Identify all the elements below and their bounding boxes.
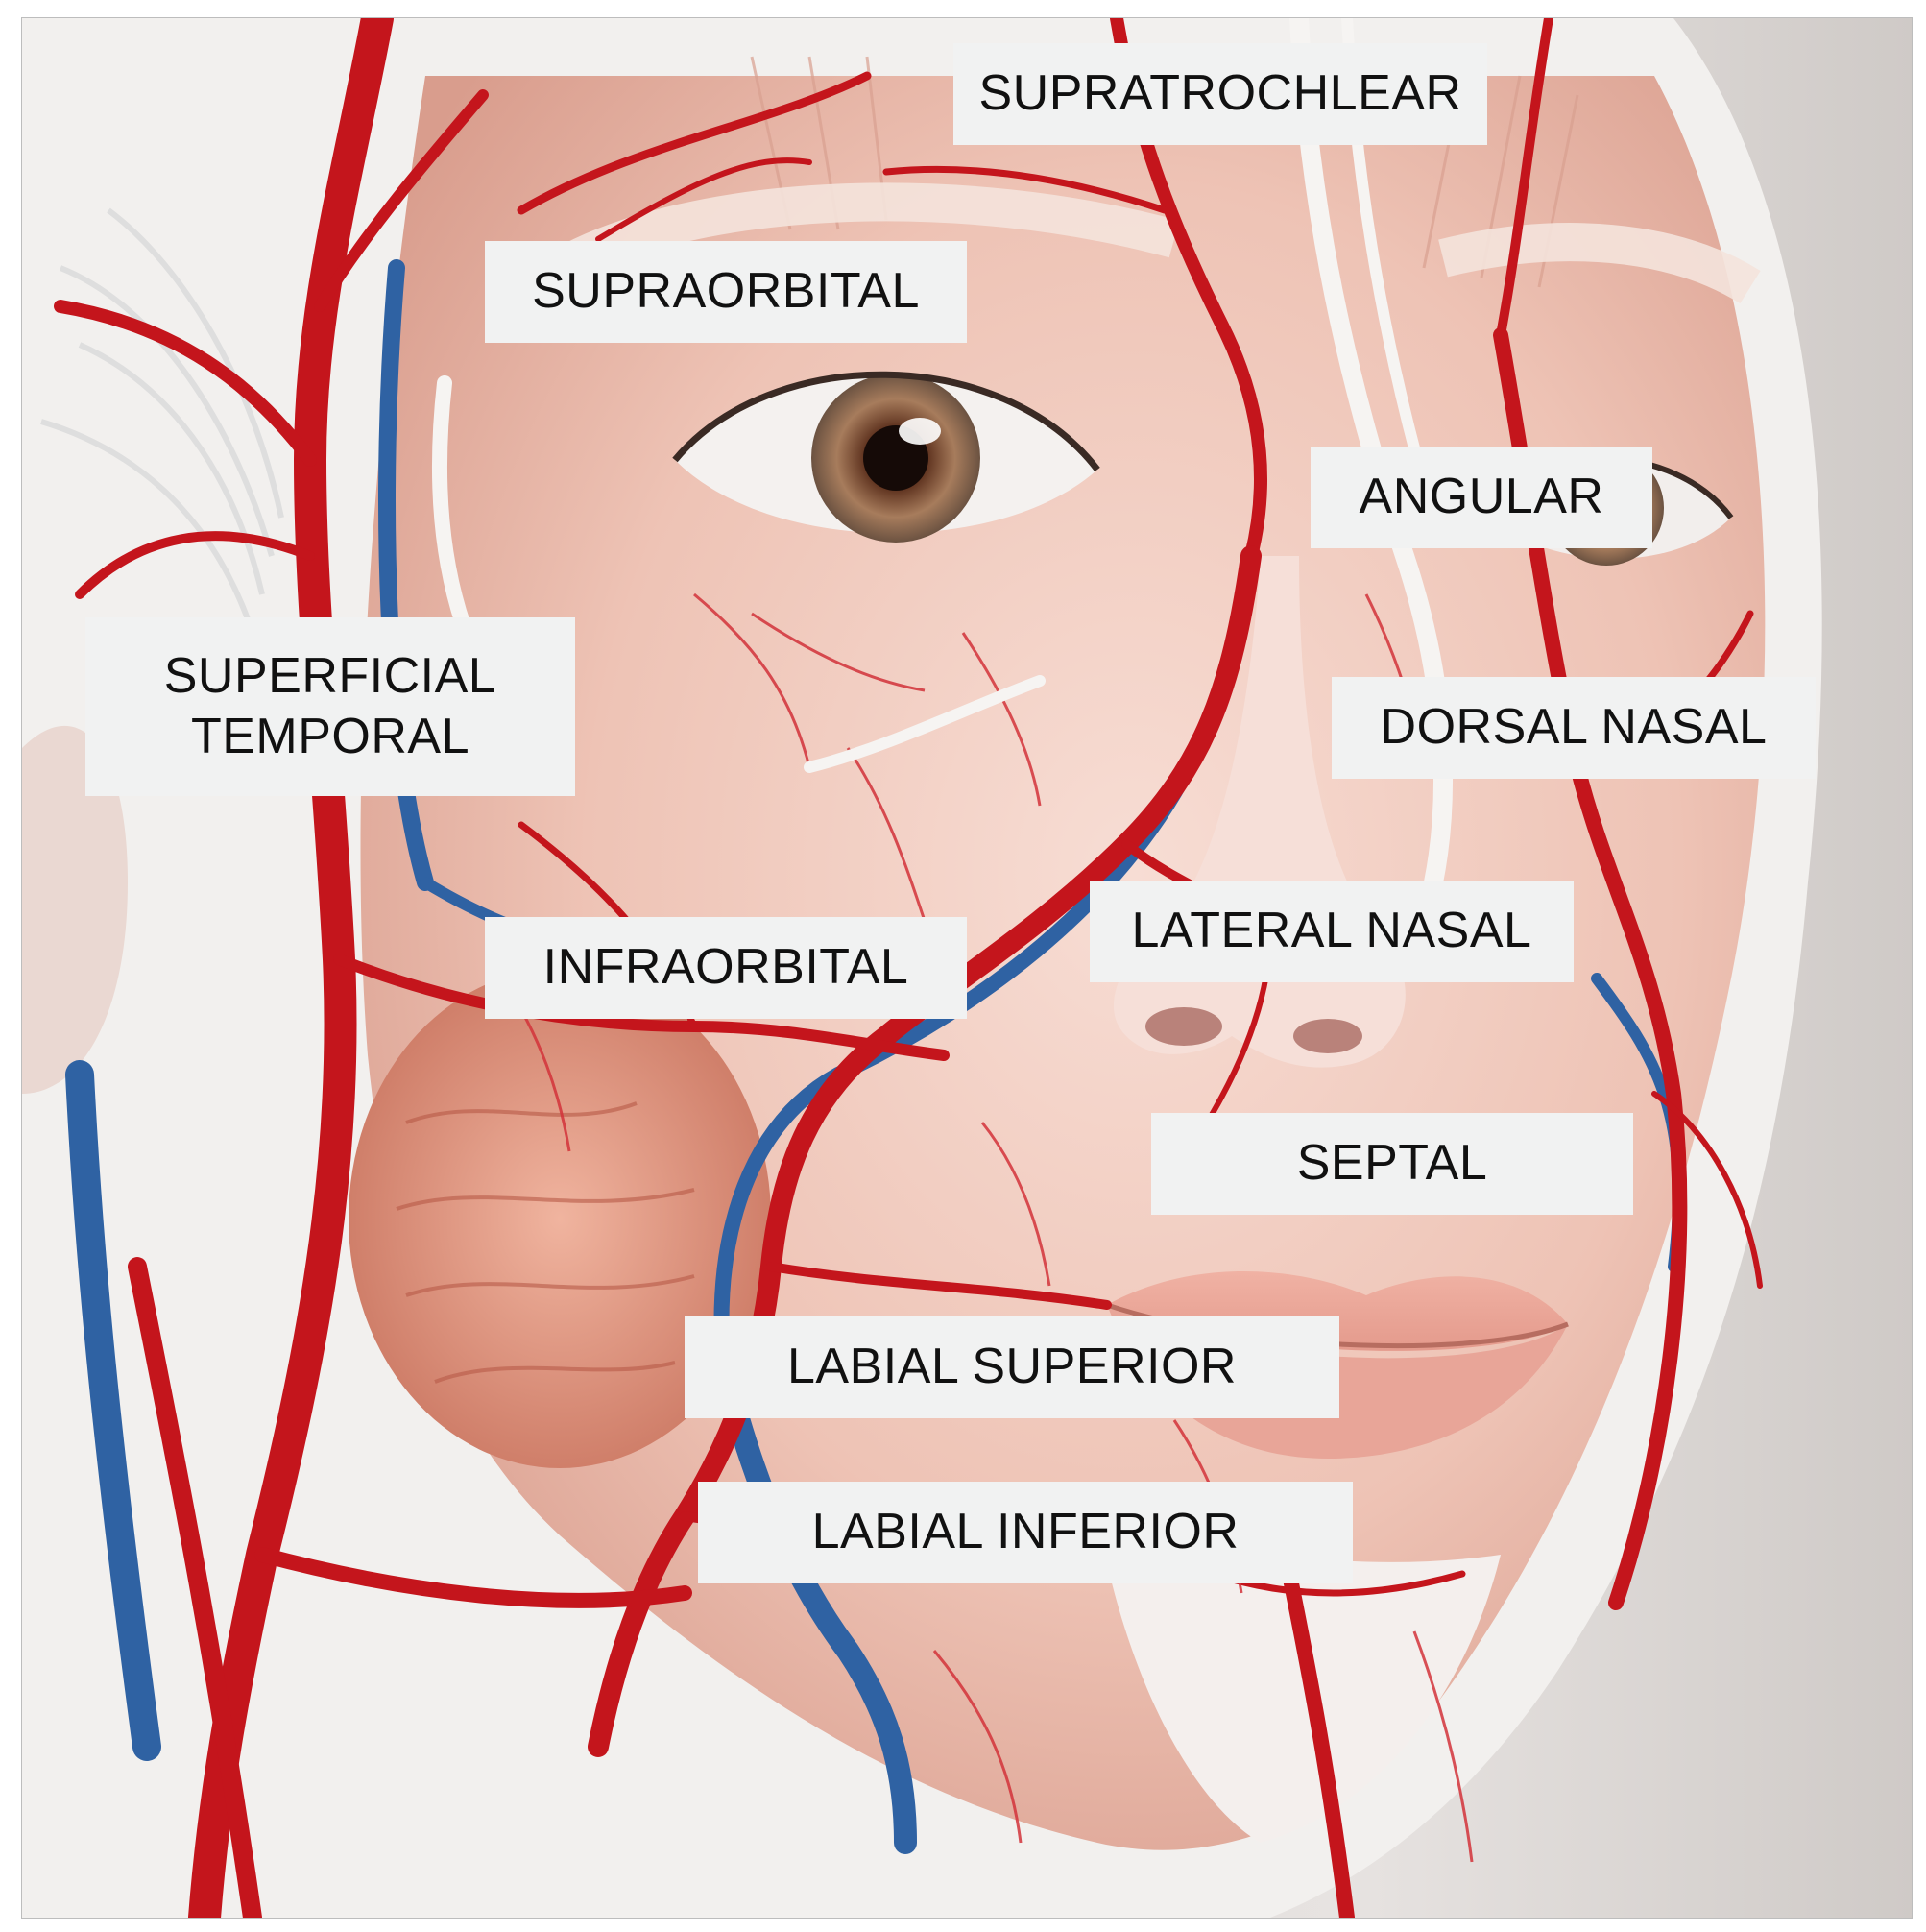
label-infraorbital: INFRAORBITAL — [485, 917, 967, 1019]
face-vasculature-artwork — [22, 18, 1912, 1918]
label-supratrochlear: SUPRATROCHLEAR — [953, 43, 1487, 145]
label-supratrochlear-text: SUPRATROCHLEAR — [978, 65, 1462, 122]
label-angular: ANGULAR — [1311, 447, 1652, 548]
parotid-gland — [349, 969, 771, 1468]
arteries — [54, 18, 1763, 1918]
label-septal: SEPTAL — [1151, 1113, 1633, 1215]
label-labial-inferior: LABIAL INFERIOR — [698, 1482, 1353, 1583]
label-supraorbital: SUPRAORBITAL — [485, 241, 967, 343]
left-eye — [672, 371, 1100, 543]
label-angular-text: ANGULAR — [1359, 469, 1604, 525]
label-dorsal-nasal-text: DORSAL NASAL — [1380, 699, 1768, 756]
label-septal-text: SEPTAL — [1296, 1135, 1488, 1192]
label-superficial-temporal: SUPERFICIAL TEMPORAL — [85, 617, 575, 796]
label-labial-inferior-text: LABIAL INFERIOR — [811, 1504, 1240, 1560]
label-dorsal-nasal: DORSAL NASAL — [1332, 677, 1816, 779]
label-labial-superior-text: LABIAL SUPERIOR — [787, 1339, 1237, 1395]
label-lateral-nasal: LATERAL NASAL — [1090, 881, 1574, 982]
label-labial-superior: LABIAL SUPERIOR — [685, 1316, 1339, 1418]
anatomy-illustration: SUPRATROCHLEAR SUPRAORBITAL ANGULAR SUPE… — [21, 17, 1913, 1919]
label-infraorbital-text: INFRAORBITAL — [542, 939, 909, 996]
label-supraorbital-text: SUPRAORBITAL — [532, 263, 920, 320]
ear-region — [22, 725, 128, 1094]
label-superficial-temporal-line2: TEMPORAL — [190, 709, 470, 764]
temporal-nerves — [40, 207, 284, 634]
label-lateral-nasal-text: LATERAL NASAL — [1131, 903, 1532, 959]
label-superficial-temporal-line1: SUPERFICIAL — [163, 647, 497, 704]
